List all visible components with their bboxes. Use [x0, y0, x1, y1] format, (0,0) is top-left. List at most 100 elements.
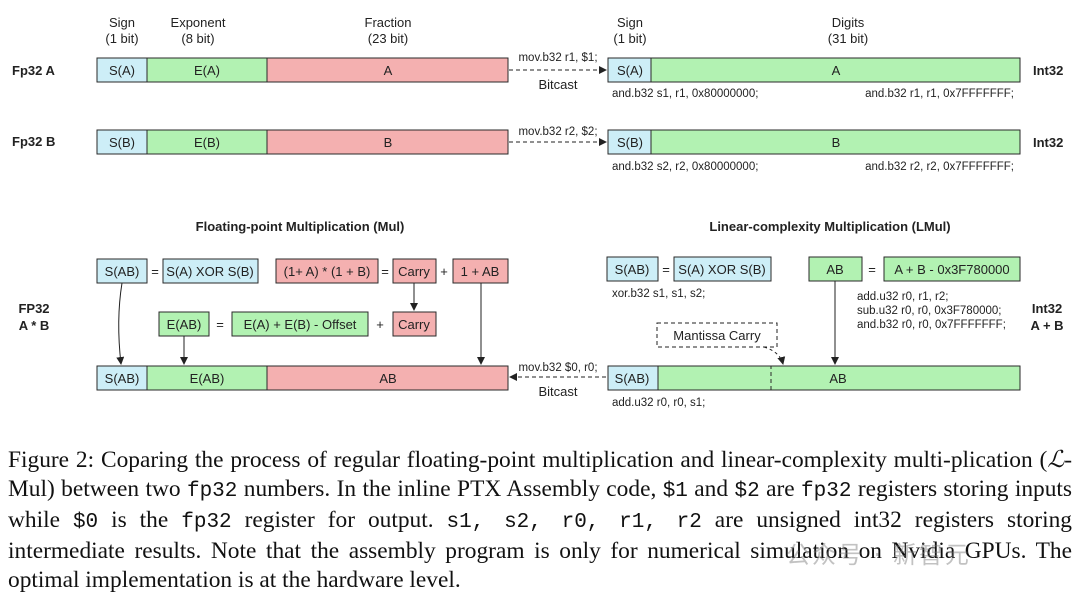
- and-a-sign-code: and.b32 s1, r1, 0x80000000;: [612, 88, 758, 100]
- int32-b-digits: B: [832, 135, 841, 150]
- lmul-title: Linear-complexity Multiplication (LMul): [709, 219, 950, 234]
- mov-b-code: mov.b32 r2, $2;: [518, 126, 597, 138]
- mul-plus1: +: [440, 264, 448, 279]
- lmul-code-1: add.u32 r0, r1, r2;: [857, 291, 948, 303]
- mul-side-label-2: A * B: [19, 318, 50, 333]
- label-fp32-a: Fp32 A: [12, 63, 55, 78]
- mul-eq1: =: [151, 264, 159, 279]
- mul-result-frac-field: [266, 365, 509, 391]
- caption-text-6: registers storing inputs while: [8, 476, 1073, 533]
- header-sign: Sign: [109, 15, 135, 30]
- caption-code-6: fp32: [181, 511, 232, 534]
- caption-l-symbol: ℒ: [1047, 447, 1065, 473]
- figure-caption: Figure 2: Coparing the process of regula…: [8, 446, 1072, 595]
- lmul-ab: AB: [826, 262, 843, 277]
- mul-eab: E(AB): [167, 317, 202, 332]
- fp32-b-sign: S(B): [109, 135, 135, 150]
- mul-carry1: Carry: [398, 264, 430, 279]
- mul-side-label-1: FP32: [18, 301, 49, 316]
- header-exponent: Exponent: [171, 15, 226, 30]
- caption-text-2: -Mul) between two: [8, 447, 1072, 502]
- arrow-sab-down: [116, 282, 125, 365]
- int32-a-digits-field: [650, 57, 1021, 83]
- mul-carry1-box: [392, 258, 437, 284]
- caption-text-1: Figure 2: Coparing the process of regula…: [8, 447, 1048, 473]
- mul-sxor-box: [162, 258, 259, 284]
- and-b-digits-code: and.b32 r2, r2, 0x7FFFFFFF;: [865, 161, 1014, 173]
- lmul-sxor: S(A) XOR S(B): [678, 262, 765, 277]
- header-exponent-bits: (8 bit): [181, 31, 214, 46]
- lmul-result-digits-field: [657, 365, 1021, 391]
- mul-sxor: S(A) XOR S(B): [166, 264, 253, 279]
- mul-prod: (1+ A) * (1 + B): [284, 264, 371, 279]
- diagram: Sign (1 bit) Exponent (8 bit) Fraction (…: [12, 15, 1064, 409]
- caption-text-4: and: [687, 476, 735, 502]
- mul-eq3: =: [216, 317, 224, 332]
- caption-code-7: s1, s2, r0, r1, r2: [446, 511, 702, 534]
- mul-esum: E(A) + E(B) - Offset: [244, 317, 357, 332]
- mul-result-frac: AB: [379, 371, 396, 386]
- caption-text-7: is the: [98, 507, 182, 533]
- mul-eq2: =: [381, 264, 389, 279]
- mul-esum-box: [231, 311, 369, 337]
- mul-carry2-box: [392, 311, 437, 337]
- int32-b-digits-field: [650, 129, 1021, 155]
- mul-prod-box: [275, 258, 379, 284]
- label-fp32-b: Fp32 B: [12, 134, 55, 149]
- lmul-eq1: =: [662, 262, 670, 277]
- int32-a-digits: A: [832, 63, 841, 78]
- lmul-mov-code: mov.b32 $0, r0;: [518, 362, 597, 374]
- caption-code-1: fp32: [186, 480, 238, 503]
- int32-b-sign: S(B): [617, 135, 643, 150]
- mul-onepab: 1 + AB: [461, 264, 500, 279]
- fp32-a-sign-field: [96, 57, 148, 83]
- mul-result-sign: S(AB): [105, 371, 140, 386]
- lmul-sxor-box: [673, 256, 772, 282]
- fp32-a-frac-field: [266, 57, 509, 83]
- mul-onepab-box: [452, 258, 509, 284]
- lmul-code-3: and.b32 r0, r0, 0x7FFFFFFF;: [857, 319, 1006, 331]
- watermark: 公众号 · 新智元: [786, 541, 971, 569]
- mul-sab: S(AB): [105, 264, 140, 279]
- lmul-result-carry-region: [657, 365, 772, 391]
- fp32-a-exp-field: [146, 57, 268, 83]
- header-fraction-bits: (23 bit): [368, 31, 408, 46]
- lmul-side-label-2: A + B: [1030, 318, 1063, 333]
- caption-text-5: are: [759, 476, 802, 502]
- lmul-sab-box: [606, 256, 659, 282]
- lmul-sab: S(AB): [615, 262, 650, 277]
- caption-code-5: $0: [72, 511, 99, 534]
- header-sign-bits: (1 bit): [105, 31, 138, 46]
- caption-code-3: $2: [734, 480, 760, 503]
- mantissa-carry-label: Mantissa Carry: [673, 328, 761, 343]
- fp32-b-frac: B: [384, 135, 393, 150]
- mul-result-exp: E(AB): [190, 371, 225, 386]
- header-digits-bits: (31 bit): [828, 31, 868, 46]
- fp32-b-frac-field: [266, 129, 509, 155]
- caption-text-8: register for output.: [231, 507, 447, 533]
- mov-a-code: mov.b32 r1, $1;: [518, 52, 597, 64]
- mul-result-sign-field: [96, 365, 148, 391]
- and-a-digits-code: and.b32 r1, r1, 0x7FFFFFFF;: [865, 88, 1014, 100]
- header-int-sign-bits: (1 bit): [613, 31, 646, 46]
- bitcast-top-label: Bitcast: [538, 77, 577, 92]
- mantissa-carry-arrow: [763, 346, 786, 365]
- lmul-add-code: add.u32 r0, r0, s1;: [612, 397, 705, 409]
- mul-eab-box: [158, 311, 210, 337]
- fp32-a-sign: S(A): [109, 63, 135, 78]
- header-fraction: Fraction: [365, 15, 412, 30]
- fp32-a-frac: A: [384, 63, 393, 78]
- fp32-a-exp: E(A): [194, 63, 220, 78]
- mul-title: Floating-point Multiplication (Mul): [196, 219, 405, 234]
- int32-b-label: Int32: [1033, 135, 1063, 150]
- lmul-eq2: =: [868, 262, 876, 277]
- mul-plus2: +: [376, 317, 384, 332]
- fp32-b-sign-field: [96, 129, 148, 155]
- header-digits: Digits: [832, 15, 865, 30]
- fp32-b-exp: E(B): [194, 135, 220, 150]
- lmul-result-sign-field: [607, 365, 659, 391]
- caption-text-9: are unsigned int32 registers storing int…: [8, 507, 1072, 593]
- lmul-xor-code: xor.b32 s1, s1, s2;: [612, 288, 705, 300]
- int32-a-sign: S(A): [617, 63, 643, 78]
- mul-sab-box: [96, 258, 148, 284]
